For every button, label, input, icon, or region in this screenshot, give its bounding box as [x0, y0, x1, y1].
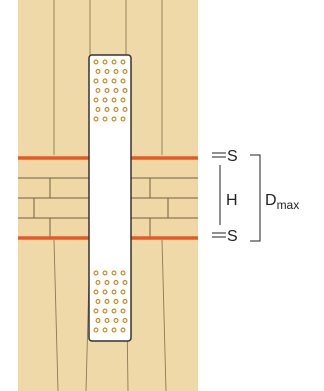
nail-plate	[88, 54, 132, 342]
nail-hole	[111, 270, 117, 276]
nail-hole	[93, 116, 99, 122]
nail-hole	[102, 308, 108, 314]
s-bottom-label: S	[227, 228, 238, 245]
nail-hole	[102, 116, 108, 122]
nail-hole	[102, 59, 108, 65]
nail-hole	[102, 270, 108, 276]
nail-hole	[95, 318, 101, 323]
nail-hole	[93, 308, 99, 314]
nail-hole	[120, 59, 126, 65]
nail-hole	[113, 280, 119, 285]
nail-hole	[95, 88, 101, 93]
nail-hole	[122, 299, 128, 304]
dmax-bracket	[250, 154, 261, 242]
nail-hole	[120, 270, 126, 276]
nail-hole	[120, 116, 126, 122]
nail-hole	[104, 107, 110, 112]
nail-hole	[93, 289, 99, 295]
nail-hole	[120, 97, 126, 103]
s-top-label: S	[227, 148, 238, 165]
nail-hole	[120, 78, 126, 84]
nail-hole	[111, 327, 117, 333]
h-label: H	[226, 192, 238, 209]
nail-hole	[104, 69, 110, 74]
nail-hole	[113, 69, 119, 74]
nail-hole	[104, 318, 110, 323]
nail-hole	[93, 327, 99, 333]
nail-hole	[93, 78, 99, 84]
nail-hole	[122, 318, 128, 323]
dmax-main: D	[265, 192, 277, 209]
nail-hole	[113, 107, 119, 112]
nail-hole	[95, 107, 101, 112]
nail-hole	[95, 280, 101, 285]
nail-hole	[95, 299, 101, 304]
nail-hole	[93, 59, 99, 65]
nail-hole	[102, 78, 108, 84]
nail-hole	[95, 69, 101, 74]
nail-hole	[93, 270, 99, 276]
nail-hole	[104, 280, 110, 285]
nail-hole	[122, 88, 128, 93]
nail-hole	[104, 88, 110, 93]
dimension-marks	[212, 152, 261, 242]
dmax-subscript: max	[277, 198, 300, 212]
nail-holes	[93, 59, 128, 333]
nail-hole	[122, 280, 128, 285]
nail-hole	[120, 308, 126, 314]
nail-hole	[120, 327, 126, 333]
nail-hole	[102, 289, 108, 295]
nail-hole	[113, 299, 119, 304]
dmax-label: Dmax	[265, 192, 299, 212]
nail-hole	[120, 289, 126, 295]
nail-hole	[102, 97, 108, 103]
nail-hole	[102, 327, 108, 333]
nail-hole	[122, 107, 128, 112]
nail-hole	[111, 78, 117, 84]
nail-hole	[93, 97, 99, 103]
nail-hole	[113, 88, 119, 93]
nail-hole	[113, 318, 119, 323]
nail-hole	[104, 299, 110, 304]
nail-hole	[111, 308, 117, 314]
nail-hole	[111, 59, 117, 65]
nail-hole	[111, 289, 117, 295]
nail-hole	[111, 97, 117, 103]
nail-hole	[122, 69, 128, 74]
nail-hole	[111, 116, 117, 122]
